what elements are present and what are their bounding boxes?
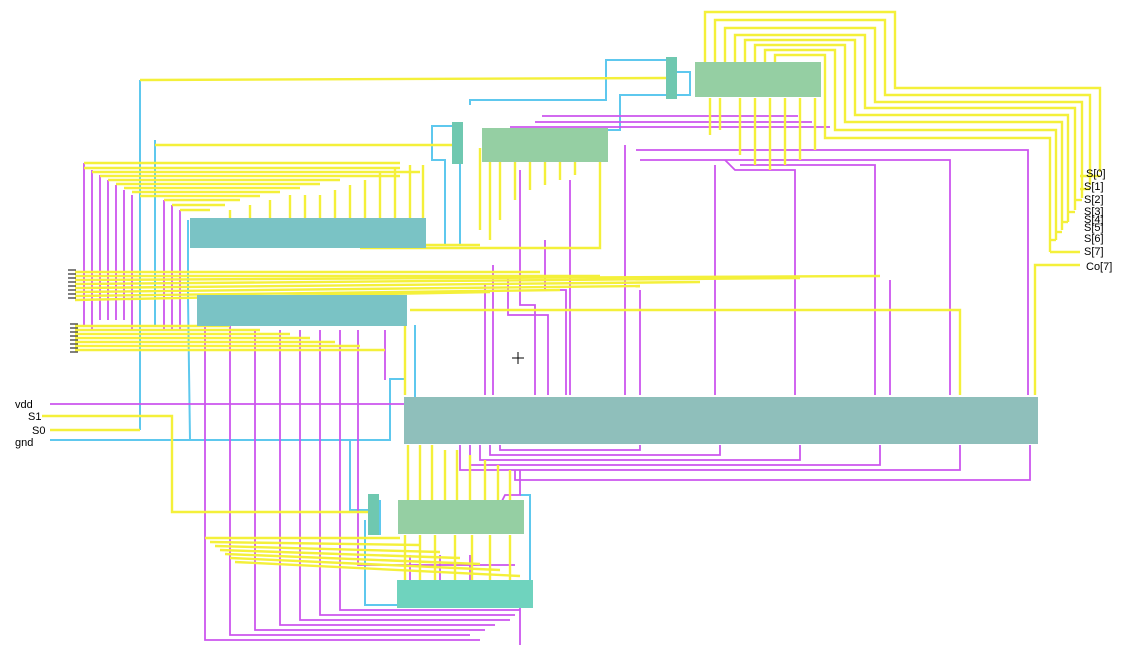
block-top-right[interactable] [695, 62, 821, 97]
port-s1-out-label: S[1] [1084, 181, 1104, 193]
port-co7-out-label: Co[7] [1086, 261, 1112, 273]
block-bottom-lower[interactable] [397, 580, 533, 608]
block-large-center[interactable] [404, 397, 1038, 444]
stub-ticks [68, 269, 78, 353]
port-s1-label: S1 [28, 411, 41, 423]
port-vdd-label: vdd [15, 399, 33, 411]
right-port-labels: S[0] S[1] S[2] S[3] S[4] S[5] S[6] S[7] … [1084, 168, 1112, 273]
block-bottom-connector[interactable] [368, 494, 379, 535]
block-upper-mid[interactable] [482, 128, 608, 162]
block-top-right-connector[interactable] [666, 57, 677, 99]
port-s0-out-label: S[0] [1086, 168, 1106, 180]
port-s7-out-label: S[7] [1084, 246, 1104, 258]
blocks [190, 57, 1038, 608]
port-s3-out-label: S[3] [1084, 206, 1104, 218]
block-upper-mid-connector[interactable] [452, 122, 463, 164]
block-left-upper[interactable] [190, 218, 426, 248]
port-s0-label: S0 [32, 425, 45, 437]
port-s6-out-label: S[6] [1084, 233, 1104, 245]
port-s2-out-label: S[2] [1084, 194, 1104, 206]
crosshair-cursor-icon [512, 352, 524, 364]
yellow-wires [42, 10, 1102, 580]
port-s5-out-label: S[5] [1084, 222, 1104, 234]
block-left-lower[interactable] [197, 295, 407, 326]
port-s4-out-label: S[4] [1084, 214, 1104, 226]
port-gnd-label: gnd [15, 437, 33, 449]
left-port-labels: vdd S1 S0 gnd [15, 399, 45, 449]
magenta-wires [50, 115, 1031, 645]
block-bottom[interactable] [398, 500, 524, 534]
